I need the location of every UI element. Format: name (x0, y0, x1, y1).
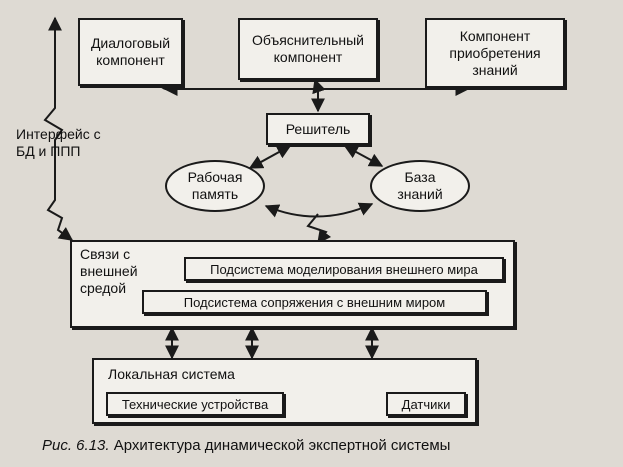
dialog-component-label: Диалоговый компонент (90, 35, 171, 68)
knowledge-acquisition-box: Компонент приобретения знаний (425, 18, 565, 88)
interface-line (43, 16, 74, 241)
figure-number: Рис. 6.13. (42, 437, 110, 454)
figure-title: Архитектура динамической экспертной сист… (113, 437, 451, 454)
explanatory-component-label: Объяснительный компонент (252, 32, 364, 65)
arrow-memory-kb (264, 202, 374, 218)
technical-devices-box: Технические устройства (106, 392, 284, 416)
local-system-box: Локальная система Технические устройства… (92, 358, 477, 424)
db-interface-label: Интерфейс с БД и ППП (16, 126, 101, 159)
knowledge-base-label: База знаний (397, 169, 443, 202)
figure-caption: Рис. 6.13. Архитектура динамической эксп… (42, 437, 450, 454)
dialog-component-box: Диалоговый компонент (78, 18, 183, 86)
external-links-box: Связи с внешней средой Подсистема модели… (70, 240, 515, 328)
solver-box: Решитель (266, 113, 370, 145)
arrow-solver-explain (312, 78, 326, 95)
world-interface-label: Подсистема сопряжения с внешним миром (183, 294, 446, 310)
world-interface-box: Подсистема сопряжения с внешним миром (142, 290, 487, 314)
sensors-label: Датчики (401, 396, 451, 412)
arrow-zigzag-external (306, 213, 332, 245)
explanatory-component-box: Объяснительный компонент (238, 18, 378, 80)
local-system-label: Локальная система (108, 366, 235, 382)
technical-devices-label: Технические устройства (121, 396, 269, 412)
knowledge-base-ellipse: База знаний (370, 160, 470, 212)
sensors-box: Датчики (386, 392, 466, 416)
world-modeling-box: Подсистема моделирования внешнего мира (184, 257, 504, 281)
solver-label: Решитель (285, 120, 351, 137)
arrow-solver-memory (248, 145, 292, 169)
knowledge-acquisition-label: Компонент приобретения знаний (449, 27, 541, 78)
working-memory-ellipse: Рабочая память (165, 160, 265, 212)
external-links-label: Связи с внешней средой (80, 246, 138, 296)
arrow-solver-kb (343, 145, 384, 167)
world-modeling-label: Подсистема моделирования внешнего мира (210, 261, 478, 277)
working-memory-label: Рабочая память (187, 169, 243, 202)
